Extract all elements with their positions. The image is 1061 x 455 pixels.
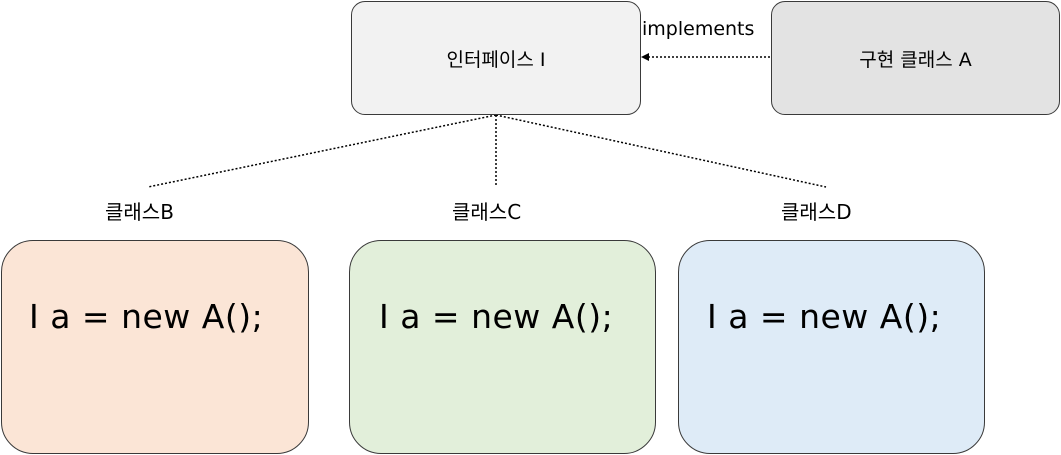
class-b-code: I a = new A(); bbox=[29, 297, 264, 336]
implements-arrowhead bbox=[641, 53, 649, 61]
class-c-box: I a = new A(); bbox=[349, 240, 656, 454]
class-d-box: I a = new A(); bbox=[678, 240, 985, 454]
class-c-code: I a = new A(); bbox=[379, 297, 614, 336]
interface-label: 인터페이스 I bbox=[446, 48, 546, 71]
interface-box: 인터페이스 I bbox=[351, 1, 641, 115]
implementation-class-label: 구현 클래스 A bbox=[859, 48, 972, 71]
class-b-label: 클래스B bbox=[105, 200, 174, 224]
class-d-label: 클래스D bbox=[781, 200, 852, 224]
class-d-code: I a = new A(); bbox=[707, 297, 942, 336]
implementation-class-box: 구현 클래스 A bbox=[771, 1, 1060, 115]
implements-label: implements bbox=[642, 18, 755, 40]
class-b-box: I a = new A(); bbox=[1, 240, 309, 454]
usage-line-b bbox=[147, 114, 497, 188]
class-c-label: 클래스C bbox=[452, 200, 522, 224]
usage-line-d bbox=[495, 114, 827, 188]
